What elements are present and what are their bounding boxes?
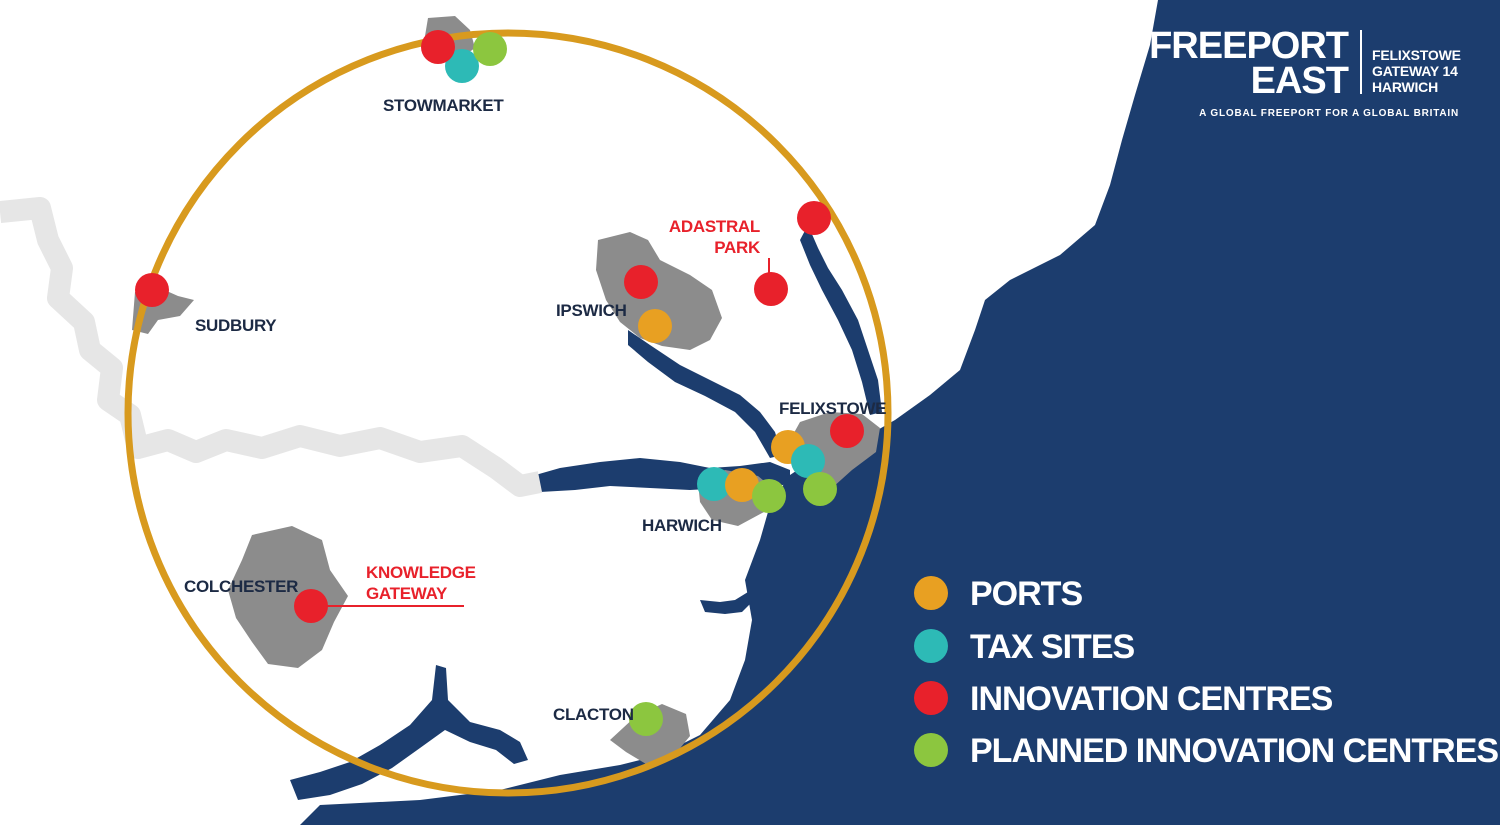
colchester-area bbox=[228, 526, 348, 668]
label-sudbury: SUDBURY bbox=[195, 316, 277, 335]
legend: PORTS TAX SITES INNOVATION CENTRES PLANN… bbox=[914, 575, 1499, 770]
ipswich-port-marker bbox=[638, 309, 672, 343]
legend-innovation-swatch bbox=[914, 681, 948, 715]
legend-ports-label: PORTS bbox=[970, 575, 1082, 613]
logo-tagline: A GLOBAL FREEPORT FOR A GLOBAL BRITAIN bbox=[1199, 108, 1459, 119]
logo-freeport: FREEPORT bbox=[1149, 25, 1349, 67]
hamford-water bbox=[700, 592, 752, 614]
stowmarket-planned-marker bbox=[473, 32, 507, 66]
legend-planned-swatch bbox=[914, 733, 948, 767]
sudbury-innovation-marker bbox=[135, 273, 169, 307]
callout-adastral-line2: PARK bbox=[714, 238, 761, 257]
legend-planned-label: PLANNED INNOVATION CENTRES bbox=[970, 732, 1498, 770]
felixstowe-innovation-marker bbox=[830, 414, 864, 448]
deben-innovation-marker bbox=[797, 201, 831, 235]
stowmarket-tax-site-marker bbox=[445, 49, 479, 83]
place-labels: STOWMARKET SUDBURY IPSWICH FELIXSTOWE HA… bbox=[184, 96, 887, 724]
label-felixstowe: FELIXSTOWE bbox=[779, 399, 886, 418]
county-border bbox=[0, 197, 543, 497]
ipswich-area bbox=[596, 232, 722, 350]
legend-ports-swatch bbox=[914, 576, 948, 610]
stowmarket-innovation-marker bbox=[421, 30, 455, 64]
harwich-tax-site-marker bbox=[697, 467, 731, 501]
label-harwich: HARWICH bbox=[642, 516, 722, 535]
deben-estuary bbox=[800, 225, 882, 415]
callout-labels: ADASTRAL PARK KNOWLEDGE GATEWAY bbox=[366, 217, 761, 603]
callout-knowledge-line2: GATEWAY bbox=[366, 584, 448, 603]
label-clacton: CLACTON bbox=[553, 705, 634, 724]
ipswich-innovation-marker bbox=[624, 265, 658, 299]
site-markers bbox=[135, 30, 864, 736]
adastral-park-innovation-marker bbox=[754, 272, 788, 306]
colchester-innovation-marker bbox=[294, 589, 328, 623]
felixstowe-planned-marker bbox=[803, 472, 837, 506]
label-stowmarket: STOWMARKET bbox=[383, 96, 504, 115]
felixstowe-tax-site-marker bbox=[791, 444, 825, 478]
logo-gateway-14: GATEWAY 14 bbox=[1372, 63, 1458, 79]
clacton-planned-marker bbox=[629, 702, 663, 736]
harwich-port-marker bbox=[725, 468, 759, 502]
freeport-east-logo: FREEPORT EAST FELIXSTOWE GATEWAY 14 HARW… bbox=[1149, 25, 1461, 119]
callout-adastral-line1: ADASTRAL bbox=[669, 217, 760, 236]
legend-innovation-label: INNOVATION CENTRES bbox=[970, 680, 1333, 718]
freeport-radius-ring bbox=[124, 29, 892, 797]
logo-east: EAST bbox=[1251, 60, 1349, 102]
colne-estuary bbox=[290, 665, 528, 800]
callout-knowledge-line1: KNOWLEDGE bbox=[366, 563, 476, 582]
logo-harwich: HARWICH bbox=[1372, 79, 1438, 95]
label-ipswich: IPSWICH bbox=[556, 301, 627, 320]
harwich-planned-marker bbox=[752, 479, 786, 513]
orwell-estuary bbox=[628, 330, 782, 458]
legend-tax-sites-label: TAX SITES bbox=[970, 628, 1134, 666]
label-colchester: COLCHESTER bbox=[184, 577, 298, 596]
legend-tax-sites-swatch bbox=[914, 629, 948, 663]
logo-felixstowe: FELIXSTOWE bbox=[1372, 47, 1461, 63]
sea-area bbox=[300, 0, 1500, 825]
